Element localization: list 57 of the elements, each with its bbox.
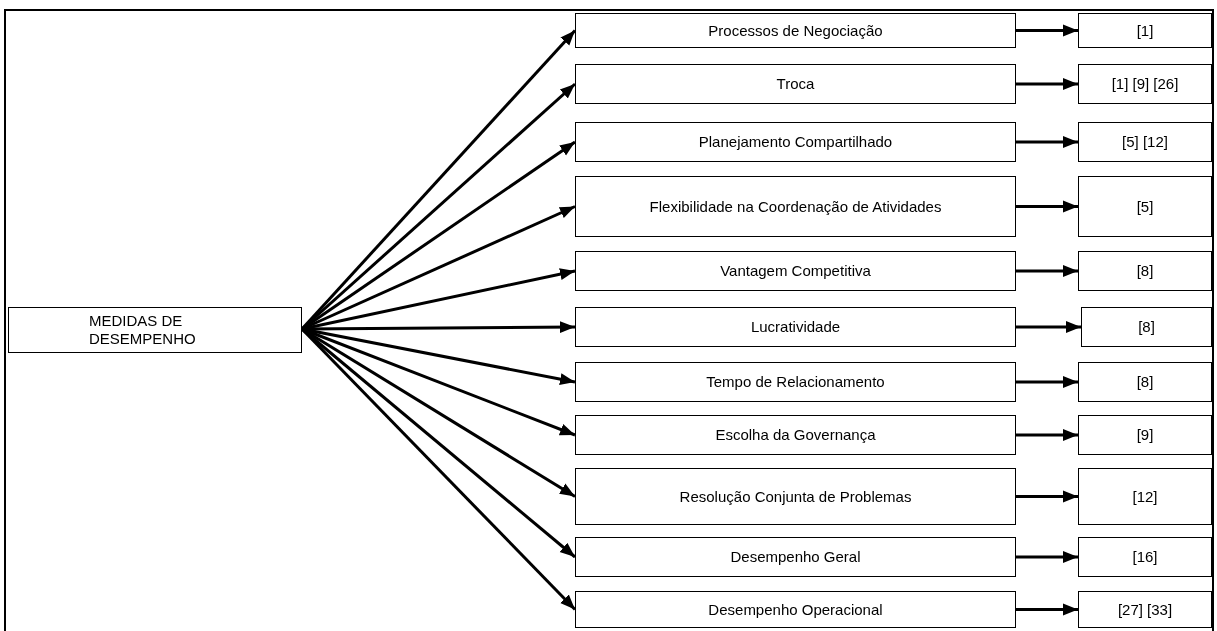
node-label: MEDIDAS DE DESEMPENHO (89, 312, 197, 348)
reference-box (1078, 362, 1212, 402)
arrow (1016, 24, 1078, 37)
arrow (1016, 603, 1078, 616)
node-label: Flexibilidade na Coordenação de Atividades (649, 197, 942, 216)
node-label: Troca (776, 75, 815, 93)
node-label: [9] (1136, 426, 1154, 444)
measure-box (575, 537, 1016, 577)
arrow (1016, 376, 1078, 388)
node-label: Escolha da Governança (715, 426, 876, 444)
node-label: [1] (1136, 21, 1154, 40)
reference-box (1078, 251, 1212, 291)
arrow (1016, 200, 1078, 213)
reference-box (1081, 307, 1212, 347)
reference-box (1078, 13, 1212, 48)
measure-box (575, 13, 1016, 48)
reference-box (1078, 176, 1212, 237)
node-label: [5] (1136, 197, 1154, 216)
reference-box (1078, 591, 1212, 628)
arrow (1016, 551, 1078, 563)
measure-box (575, 176, 1016, 237)
reference-box (1078, 537, 1212, 577)
measure-box (575, 122, 1016, 162)
arrow (1016, 136, 1078, 148)
measure-box (575, 362, 1016, 402)
node-label: Processos de Negociação (708, 21, 883, 40)
node-label: [12] (1132, 487, 1158, 506)
measure-box (575, 64, 1016, 104)
arrow (1016, 429, 1078, 441)
measure-box (575, 591, 1016, 628)
node-label: Desempenho Operacional (708, 600, 883, 619)
measure-box (575, 415, 1016, 455)
measure-box (575, 468, 1016, 525)
arrow (1016, 490, 1078, 503)
node-label: Vantagem Competitiva (720, 262, 871, 280)
node-label: Planejamento Compartilhado (698, 133, 893, 151)
reference-box (1078, 64, 1212, 104)
node-label: [1] [9] [26] (1111, 75, 1179, 93)
node-label: Resolução Conjunta de Problemas (679, 487, 912, 506)
arrow (1016, 265, 1078, 277)
node-label: [8] (1138, 318, 1155, 336)
reference-box (1078, 415, 1212, 455)
node-label: [27] [33] (1117, 600, 1173, 619)
arrow (1016, 321, 1081, 333)
node-label: Tempo de Relacionamento (706, 373, 885, 391)
reference-box (1078, 468, 1212, 525)
node-label: [16] (1132, 548, 1158, 566)
measure-box (575, 251, 1016, 291)
node-label: Desempenho Geral (730, 548, 861, 566)
root-box (8, 307, 302, 353)
measure-box (575, 307, 1016, 347)
node-label: [8] (1136, 373, 1154, 391)
reference-box (1078, 122, 1212, 162)
node-label: [5] [12] (1122, 133, 1168, 151)
node-label: Lucratividade (750, 318, 841, 336)
arrow (1016, 78, 1078, 90)
node-label: [8] (1136, 262, 1154, 280)
